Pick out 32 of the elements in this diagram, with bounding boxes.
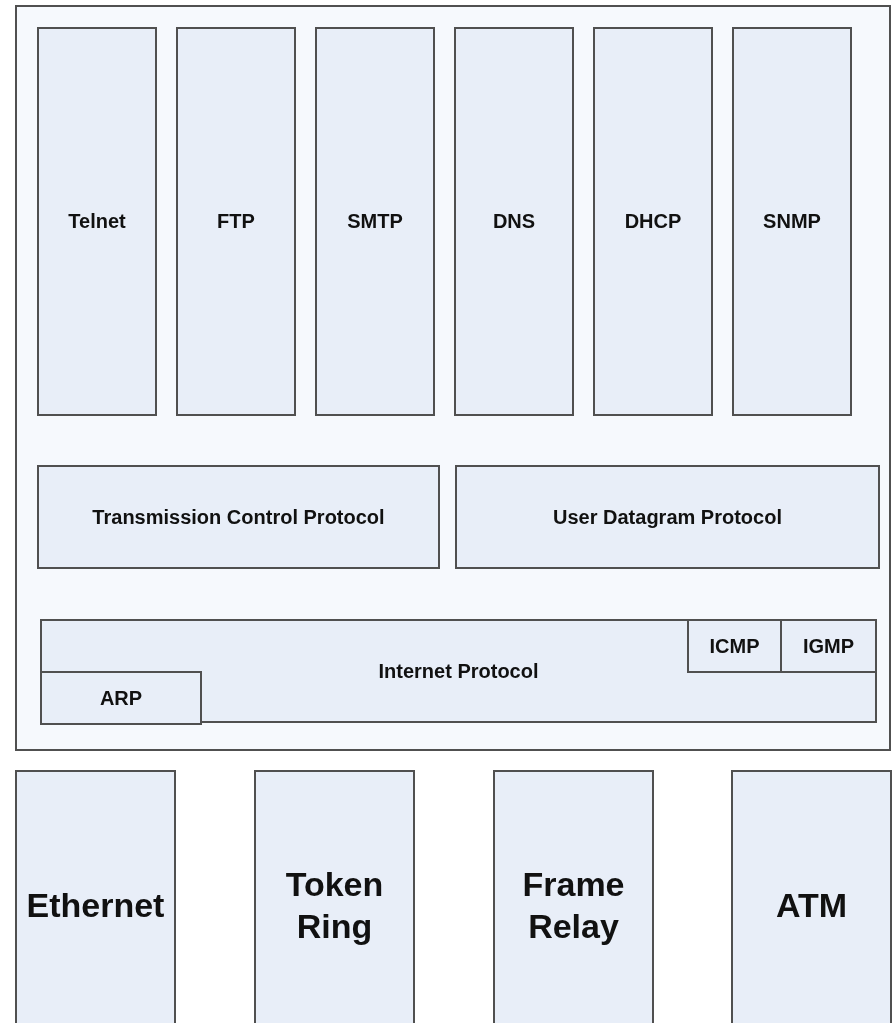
protocol-name: Frame Relay [521,863,626,947]
layer-box [40,619,877,723]
protocol-name: Telnet [68,209,126,234]
protocol-box [40,671,202,725]
protocol-name: DNS [492,209,536,234]
protocol-name: Internet Protocol [377,658,540,684]
network-box [731,770,892,1023]
protocol-box [454,27,574,416]
protocol-box [593,27,713,416]
layer-box [455,465,880,569]
protocol-name: Ethernet [26,884,165,926]
layer-box [37,465,440,569]
protocol-box [687,619,782,673]
protocol-name: Token Ring [284,863,385,947]
protocol-name: ATM [775,884,848,926]
protocol-name: User Datagram Protocol [553,504,782,530]
protocol-name: Transmission Control Protocol [92,504,385,530]
network-box [15,770,176,1023]
protocol-name: ICMP [709,633,760,659]
protocol-box [176,27,296,416]
protocol-box [37,27,157,416]
protocol-name: FTP [217,209,255,234]
network-box [254,770,415,1023]
protocol-name: DHCP [624,209,682,234]
protocol-name: IGMP [802,633,855,659]
protocol-name: SMTP [347,209,403,234]
protocol-box [732,27,852,416]
protocol-name: ARP [99,685,143,711]
protocol-box [315,27,435,416]
protocol-name: SNMP [763,209,821,234]
network-box [493,770,654,1023]
stack-frame [15,5,891,751]
